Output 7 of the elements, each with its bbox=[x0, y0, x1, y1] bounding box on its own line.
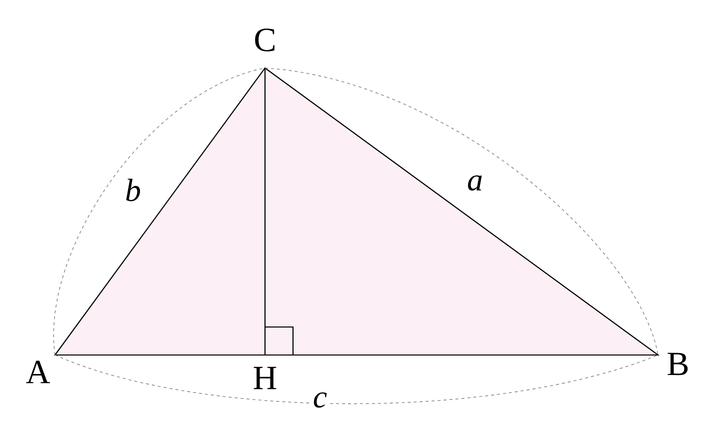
vertex-label: C bbox=[255, 28, 274, 52]
vertex-label: H bbox=[254, 366, 276, 390]
vertex-label: A bbox=[26, 360, 50, 384]
vertex-label: B bbox=[668, 352, 688, 376]
side-label: a bbox=[465, 173, 485, 193]
side-label: c bbox=[310, 390, 330, 410]
side-label: b bbox=[123, 176, 143, 204]
